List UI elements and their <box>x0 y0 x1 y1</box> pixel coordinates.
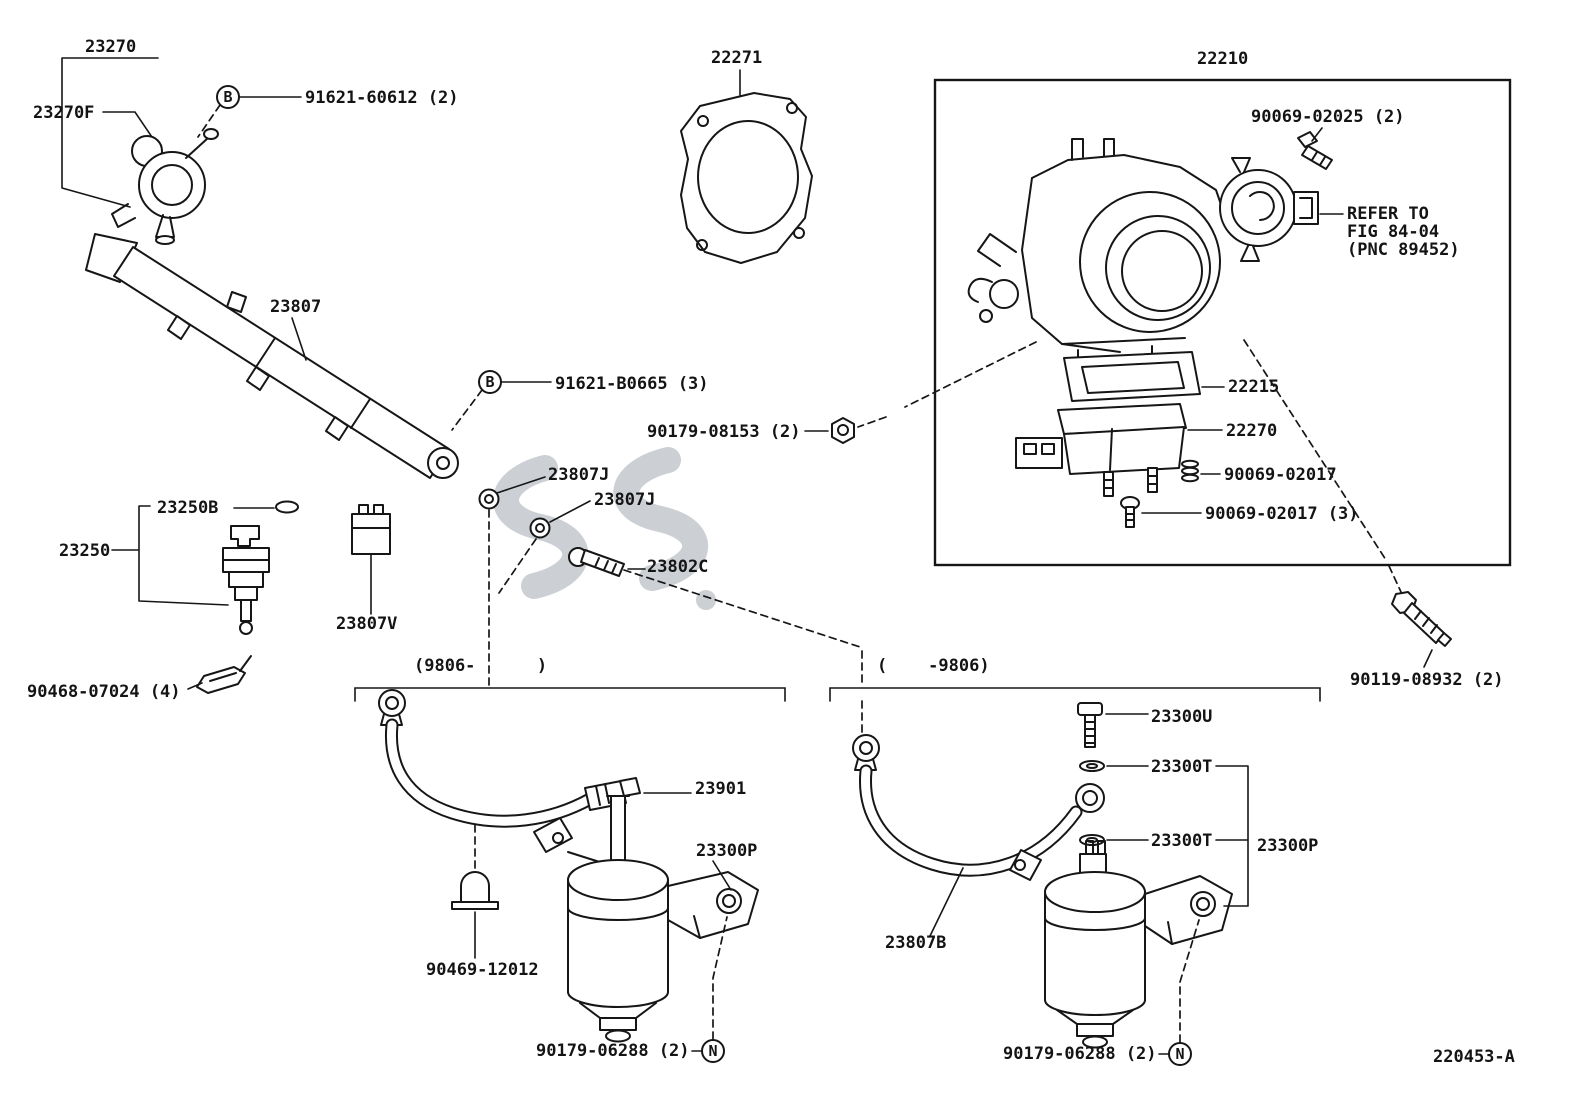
drawing-code: 220453-A <box>1433 1047 1515 1067</box>
mount-hardware-group: 90179-08153 (2) 90119-08932 (2) <box>647 339 1504 690</box>
callout-23300U: 23300U <box>1151 707 1212 727</box>
callout-23807B: 23807B <box>885 933 946 953</box>
callout-91621-60612: 91621-60612 (2) <box>305 88 459 108</box>
detail-frame <box>933 78 1512 567</box>
callout-23300T: 23300T <box>1151 831 1212 851</box>
pressure-regulator-group: 23270 23270F B 91621-60612 (2) <box>33 37 459 245</box>
callout-23807V: 23807V <box>336 614 397 634</box>
balloon-n: N <box>1175 1045 1184 1063</box>
balloon-n: N <box>708 1042 717 1060</box>
callout-90469-12012: 90469-12012 <box>426 960 539 980</box>
note-refer-line2: FIG 84-04 <box>1347 222 1439 242</box>
callout-23250: 23250 <box>59 541 110 561</box>
callout-23300P: 23300P <box>696 841 757 861</box>
callout-90179-06288: 90179-06288 (2) <box>536 1041 690 1061</box>
callout-23270: 23270 <box>85 37 136 57</box>
balloon-b: B <box>223 88 232 106</box>
sensor-screw-group: 90069-02025 (2) <box>1251 107 1405 170</box>
balloon-b: B <box>485 373 494 391</box>
flange-nut-icon <box>831 417 855 444</box>
injector-oring-icon <box>275 500 299 514</box>
callout-23807J: 23807J <box>594 490 655 510</box>
callout-22215: 22215 <box>1228 377 1279 397</box>
callout-90119-08932: 90119-08932 (2) <box>1350 670 1504 690</box>
callout-90179-06288: 90179-06288 (2) <box>1003 1044 1157 1064</box>
grommet-icon <box>478 488 500 510</box>
callout-22271: 22271 <box>711 48 762 68</box>
banjo-bolt-icon <box>1077 702 1103 716</box>
fuel-injector-group: 23250B 23250 90468-07024 (4) <box>27 498 299 702</box>
callout-23250B: 23250B <box>157 498 218 518</box>
fuel-filter-drawing <box>1009 840 1233 1049</box>
callout-23270F: 23270F <box>33 103 94 123</box>
callout-90468-07024: 90468-07024 (4) <box>27 682 181 702</box>
callout-91621-B0665: 91621-B0665 (3) <box>555 374 709 394</box>
isc-valve-group: 22270 90069-02017 90069-02017 (3) <box>1015 403 1359 528</box>
callout-23807J: 23807J <box>548 465 609 485</box>
throttle-body-drawing <box>967 138 1229 365</box>
throttle-gasket-group: 22271 <box>680 48 813 264</box>
section-range-later: (9806- ) <box>414 656 547 676</box>
pulsation-damper-icon <box>351 513 391 555</box>
throttle-position-sensor-drawing: REFER TO FIG 84-04 (PNC 89452) <box>1219 157 1460 262</box>
callout-23807: 23807 <box>270 297 321 317</box>
rail-hardware-group: 23807V 23807J 23807J 23802C <box>336 465 861 686</box>
callout-90179-08153: 90179-08153 (2) <box>647 422 801 442</box>
early-model-fuel-filter-group: ( -9806) 23807B 23300U 23300T 23300T <box>829 650 1321 1066</box>
section-range-earlier: ( -9806) <box>877 656 990 676</box>
isc-gasket-group: 22215 <box>1063 351 1279 402</box>
callout-22270: 22270 <box>1226 421 1277 441</box>
throttle-body-box-group: 22210 REFER TO FIG 84-04 (PNC <box>933 49 1512 567</box>
callout-90069-02017: 90069-02017 <box>1224 465 1337 485</box>
callout-22210: 22210 <box>1197 49 1248 69</box>
grommet-icon <box>529 517 551 539</box>
injector-grommet-icon <box>196 666 246 694</box>
note-refer-line1: REFER TO <box>1347 204 1429 224</box>
fuel-filter-drawing <box>533 795 759 1043</box>
callout-23300P: 23300P <box>1257 836 1318 856</box>
late-model-fuel-filter-group: (9806- ) 23901 90469-12012 <box>354 656 786 1063</box>
hose-clamp-icon <box>451 901 499 910</box>
callout-90069-02017-3: 90069-02017 (3) <box>1205 504 1359 524</box>
banjo-eye-icon <box>852 734 880 762</box>
sealing-washer-icon <box>1079 760 1105 772</box>
banjo-eye-icon <box>378 689 406 717</box>
callout-23300T: 23300T <box>1151 757 1212 777</box>
note-refer-line3: (PNC 89452) <box>1347 240 1460 260</box>
fuel-rail-group: 23807 B 91621-B0665 (3) <box>85 233 709 479</box>
callout-23802C: 23802C <box>647 557 708 577</box>
callout-23901: 23901 <box>695 779 746 799</box>
callout-90069-02025: 90069-02025 (2) <box>1251 107 1405 127</box>
